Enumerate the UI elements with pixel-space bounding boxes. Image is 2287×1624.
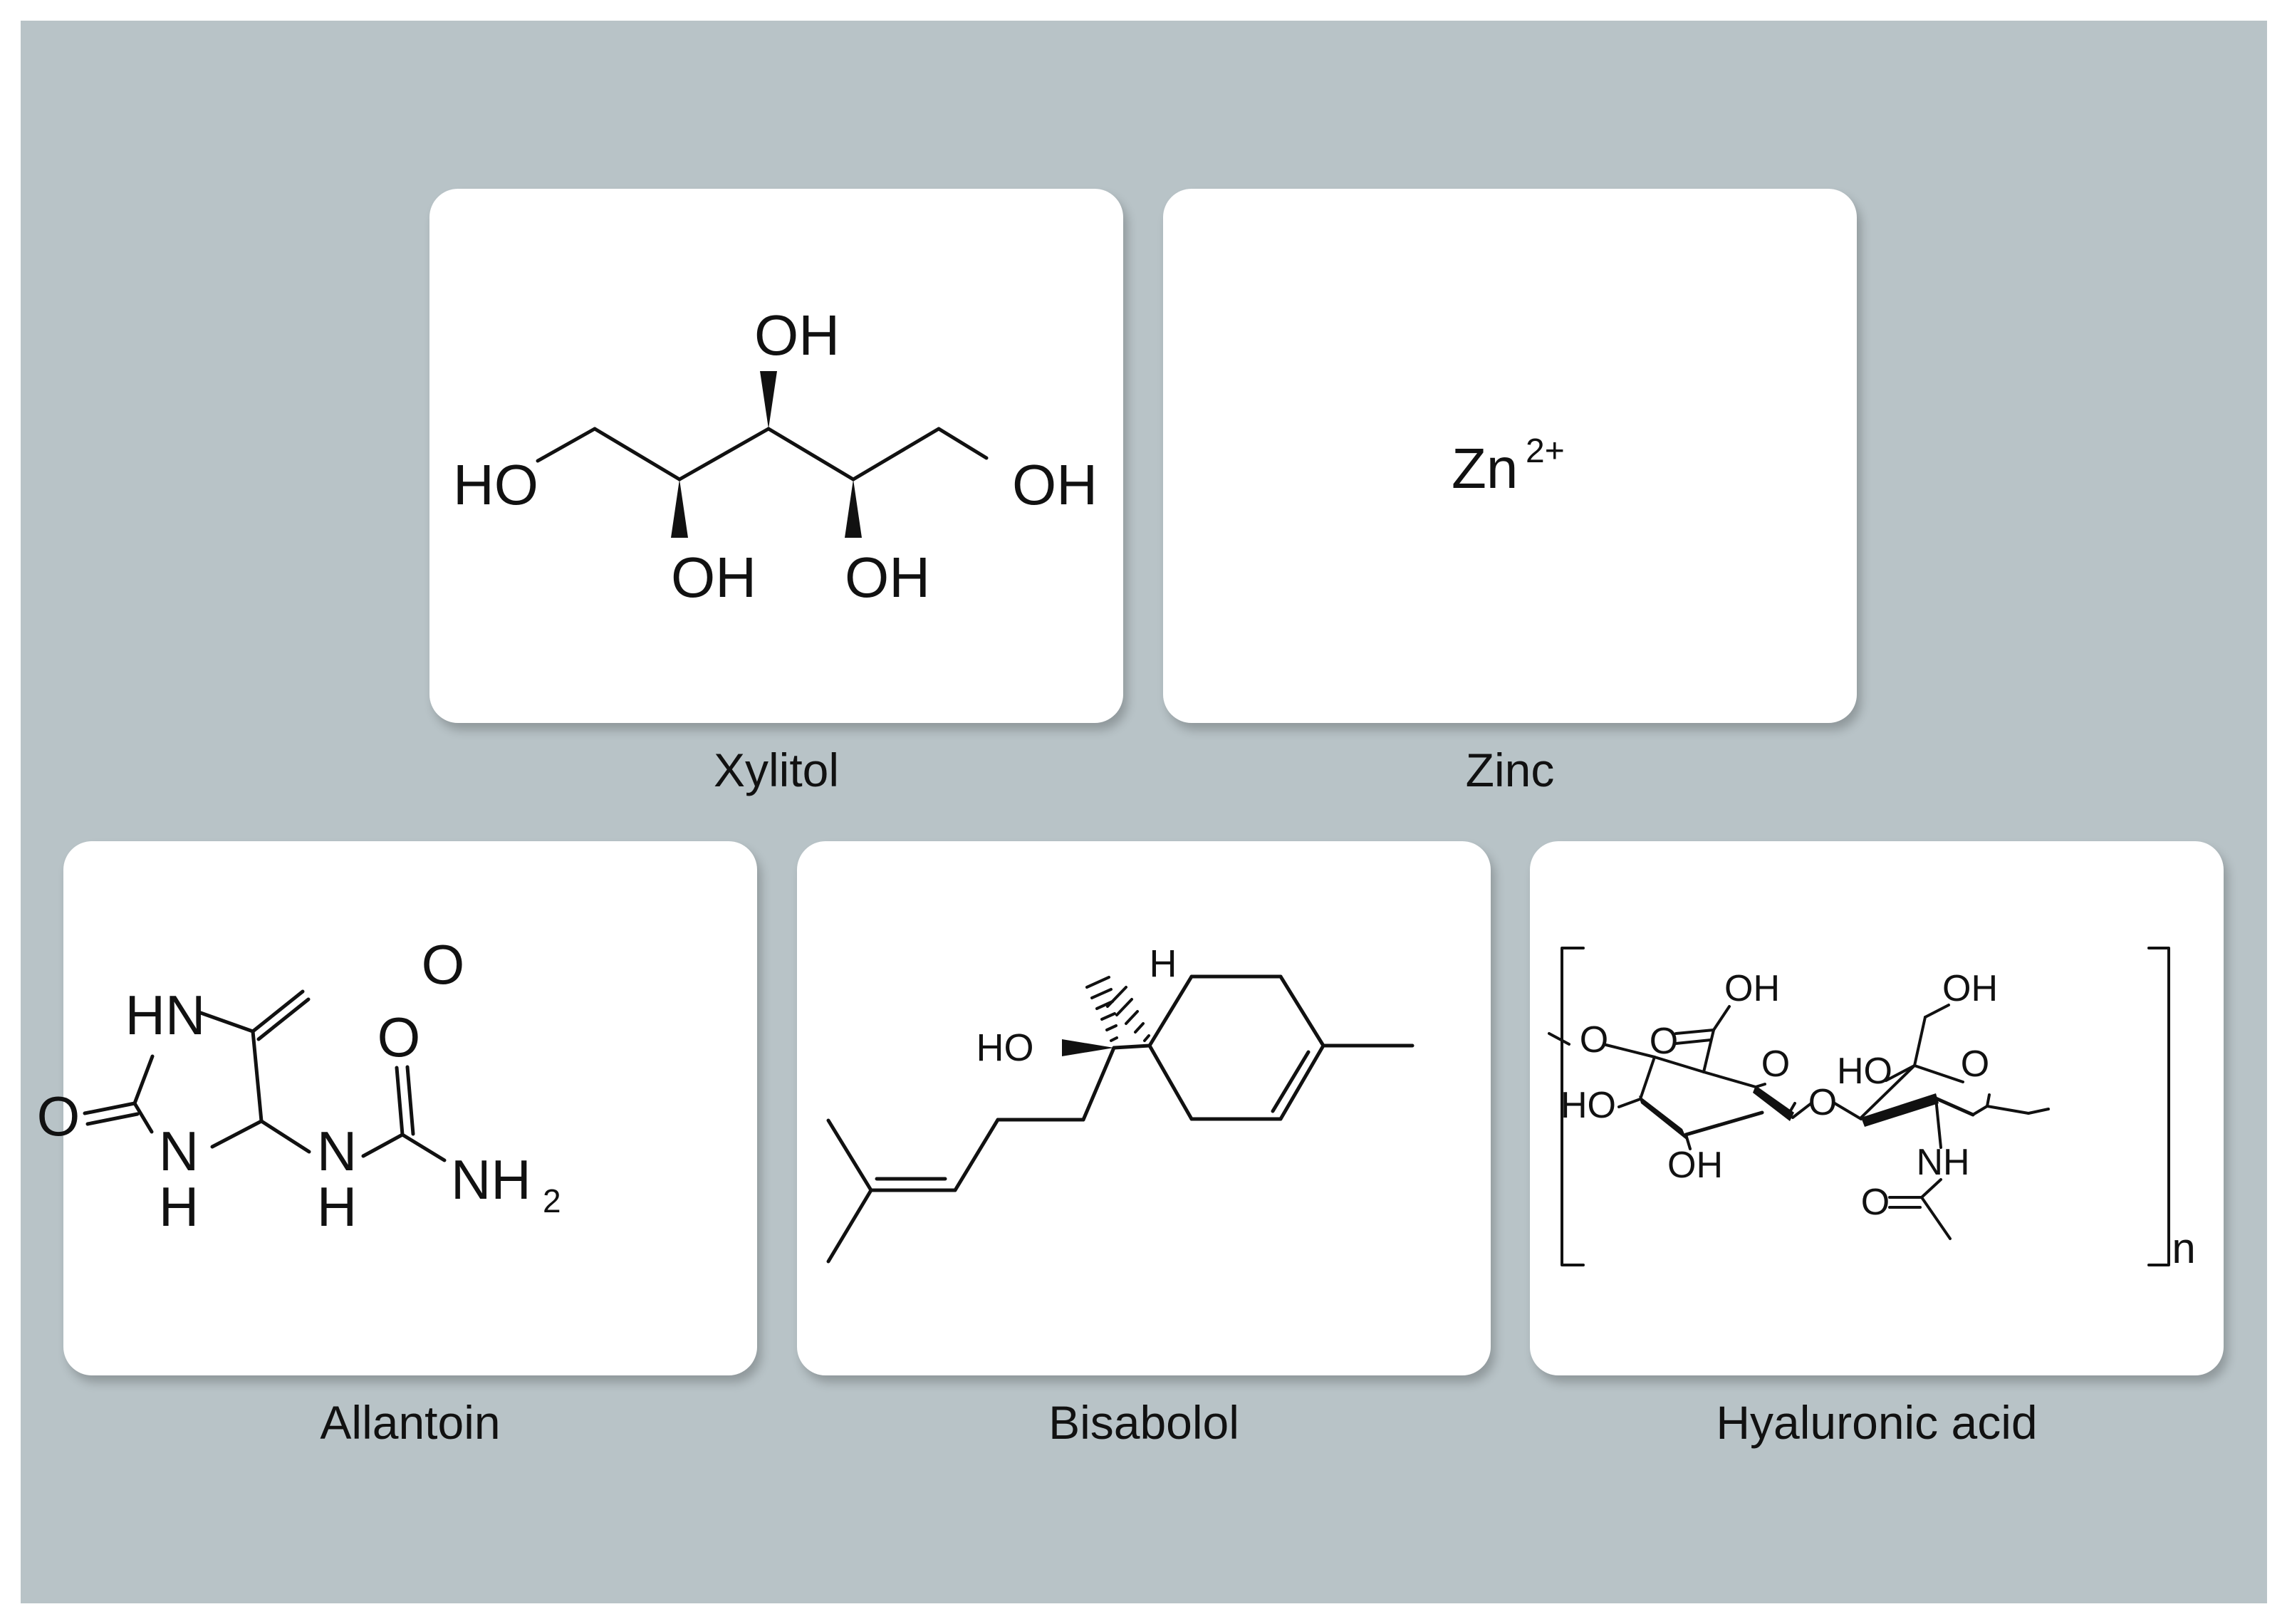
zinc-structure: Zn 2+ [1452, 432, 1565, 500]
zinc-symbol: Zn [1452, 437, 1518, 500]
ha-oh-ch2: OH [1942, 968, 1998, 1009]
hyaluronic-acid-structure: OH O O HO O OH HO O OH O NH O n [1548, 947, 2196, 1272]
bisabolol-h: H [1150, 942, 1177, 985]
allantoin-nh2: NH [451, 1148, 531, 1211]
zinc-charge: 2+ [1526, 432, 1565, 470]
hyaluronic-acid-card: OH O O HO O OH HO O OH O NH O n [1530, 841, 2224, 1375]
bisabolol-structure: HO H [826, 942, 1415, 1264]
bisabolol-card: HO H [797, 841, 1491, 1375]
allantoin-nh2-subscript: 2 [543, 1182, 561, 1219]
allantoin-h-ring: H [159, 1175, 199, 1238]
xylitol-oh-bottom-1: OH [671, 546, 756, 609]
ha-o-cooh: O [1650, 1021, 1678, 1062]
ha-ho-2: HO [1837, 1051, 1892, 1092]
allantoin-n-chain: N [317, 1120, 357, 1182]
allantoin-caption: Allantoin [320, 1396, 501, 1449]
xylitol-structure: OH HO OH OH OH [453, 303, 1098, 609]
ha-o-link: O [1808, 1082, 1837, 1123]
bisabolol-caption: Bisabolol [1048, 1396, 1239, 1449]
ha-oh-cooh: OH [1724, 968, 1780, 1009]
allantoin-n-ring: N [159, 1120, 199, 1182]
xylitol-oh-bottom-2: OH [845, 546, 930, 609]
xylitol-oh-right: OH [1012, 453, 1098, 516]
allantoin-h-chain: H [317, 1175, 357, 1238]
allantoin-card: HN O O N H N H O NH 2 [37, 841, 757, 1375]
zinc-card: Zn 2+ [1163, 189, 1857, 723]
xylitol-ho-left: HO [453, 453, 538, 516]
ha-ho-1: HO [1561, 1085, 1616, 1126]
ha-oh-ring1: OH [1667, 1145, 1723, 1186]
ha-o-amide: O [1861, 1182, 1890, 1223]
xylitol-oh-top: OH [754, 303, 840, 367]
figure-panel: OH HO OH OH OH Xylitol Zn 2+ Zinc [21, 21, 2267, 1603]
allantoin-o-top: O [422, 933, 465, 996]
bisabolol-ho: HO [976, 1026, 1034, 1069]
xylitol-caption: Xylitol [713, 744, 840, 796]
zinc-caption: Zinc [1465, 744, 1555, 796]
allantoin-o-urea: O [377, 1006, 421, 1068]
ha-nh: NH [1916, 1142, 1969, 1183]
allantoin-hn: HN [125, 984, 206, 1046]
hyaluronic-acid-caption: Hyaluronic acid [1716, 1396, 2038, 1449]
ha-o-ring1: O [1761, 1043, 1790, 1085]
ha-o-left: O [1580, 1019, 1608, 1061]
allantoin-structure: HN O O N H N H O NH 2 [37, 933, 561, 1238]
ha-o-ring2: O [1961, 1043, 1989, 1085]
ha-n-subscript: n [2172, 1224, 2195, 1272]
xylitol-card: OH HO OH OH OH [429, 189, 1123, 723]
allantoin-o-left: O [37, 1085, 80, 1147]
